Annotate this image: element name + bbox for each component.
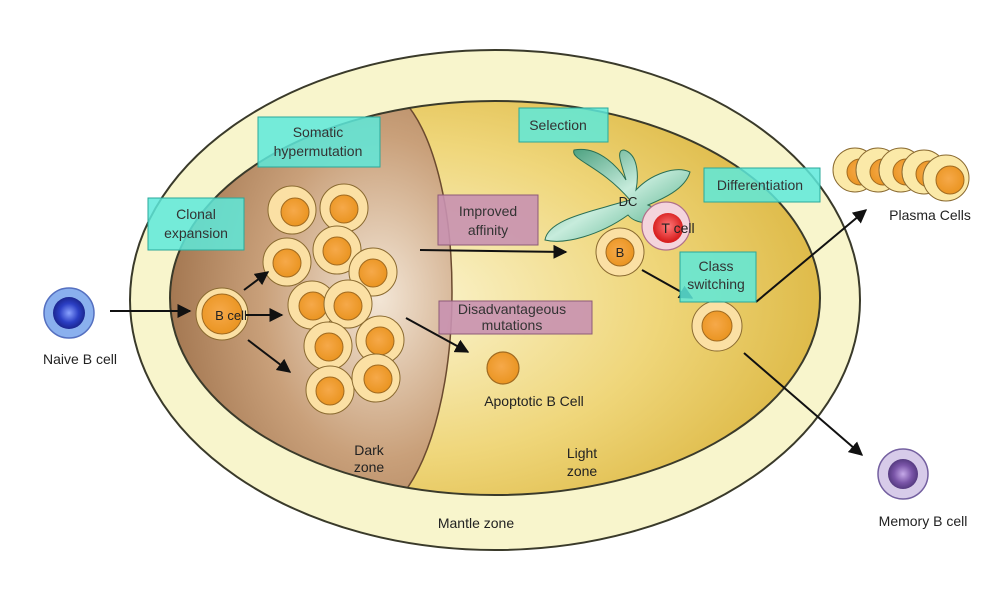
naive-b-cell-label: Naive B cell: [43, 351, 117, 367]
svg-text:mutations: mutations: [482, 317, 543, 333]
svg-text:affinity: affinity: [468, 222, 508, 238]
svg-text:Clonal: Clonal: [176, 206, 216, 222]
memory-b-cell: [877, 448, 929, 500]
dark-zone-label-1: Dark: [354, 442, 385, 458]
light-zone-label-2: zone: [567, 463, 598, 479]
svg-text:switching: switching: [687, 276, 745, 292]
b-label: B: [616, 245, 625, 260]
class-switched-cell: [691, 300, 743, 352]
t-cell-label: T cell: [661, 220, 694, 236]
disadvantageous-mutations-box: Disadvantageous mutations: [438, 300, 593, 335]
apoptotic-label: Apoptotic B Cell: [484, 393, 584, 409]
light-zone-label-1: Light: [567, 445, 597, 461]
differentiation-box: Differentiation: [703, 167, 821, 203]
svg-text:Class: Class: [698, 258, 733, 274]
b-cell-dark: [195, 287, 249, 341]
svg-text:Disadvantageous: Disadvantageous: [458, 301, 566, 317]
somatic-hypermutation-box: Somatic hypermutation: [257, 116, 381, 168]
t-cell: [641, 201, 691, 251]
mantle-zone-label: Mantle zone: [438, 515, 514, 531]
svg-text:hypermutation: hypermutation: [274, 143, 363, 159]
svg-text:Improved: Improved: [459, 203, 517, 219]
naive-b-cell: [43, 287, 95, 339]
improved-affinity-box: Improved affinity: [437, 194, 539, 246]
plasma-cells-label: Plasma Cells: [889, 207, 971, 223]
selection-box: Selection: [518, 107, 609, 143]
dark-zone-label-2: zone: [354, 459, 385, 475]
dc-label: DC: [619, 194, 638, 209]
svg-text:Differentiation: Differentiation: [717, 177, 803, 193]
plasma-cells: [832, 147, 970, 202]
memory-b-cell-label: Memory B cell: [879, 513, 968, 529]
clonal-expansion-box: Clonal expansion: [147, 197, 245, 251]
svg-text:Selection: Selection: [529, 117, 587, 133]
svg-text:expansion: expansion: [164, 225, 228, 241]
b-cell-label: B cell: [215, 308, 247, 323]
dark-zone-cells: [195, 183, 405, 415]
class-switching-box: Class switching: [679, 251, 757, 303]
apoptotic-b-cell: [486, 351, 520, 385]
svg-text:Somatic: Somatic: [293, 124, 344, 140]
b-cell-light: [595, 227, 645, 277]
